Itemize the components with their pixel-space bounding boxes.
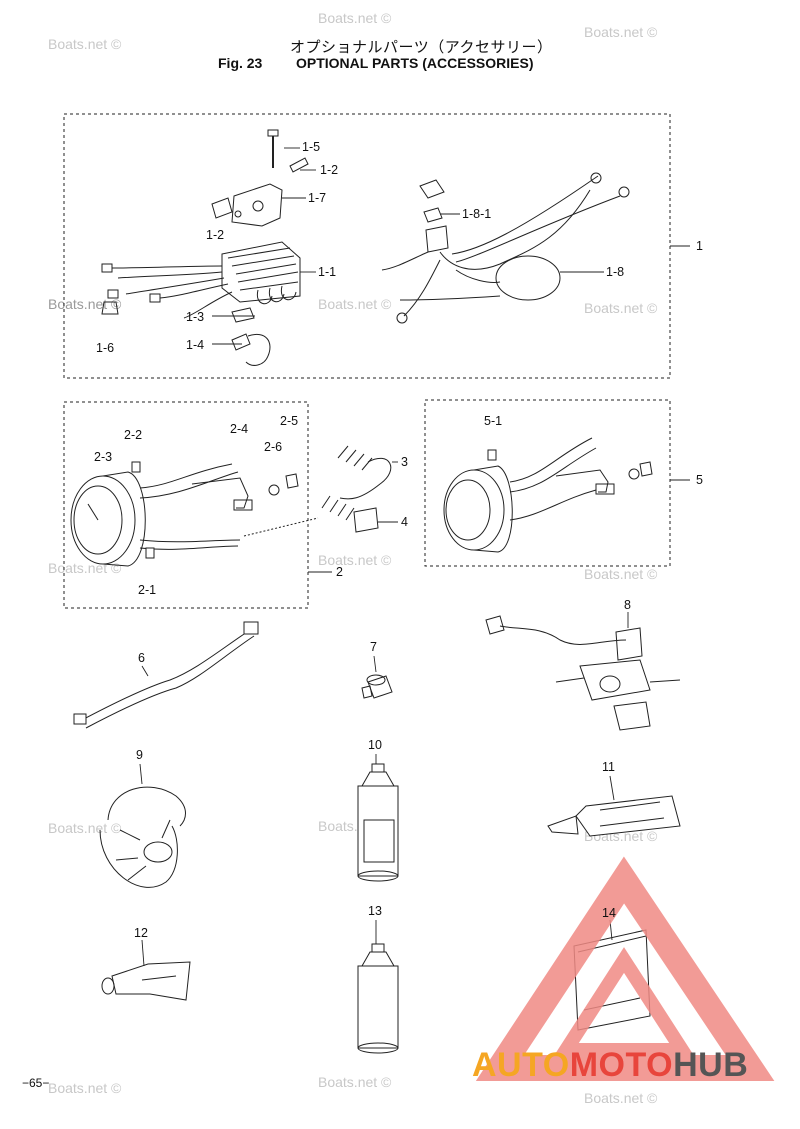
part-label: 12: [134, 926, 148, 940]
part-label: 1-8-1: [462, 207, 492, 221]
group-box-2: [63, 401, 309, 609]
part-label: 1-3: [186, 310, 205, 324]
watermark: Boats.net ©: [584, 566, 658, 582]
part-label: 1-6: [96, 341, 115, 355]
group-box-1: [63, 113, 671, 379]
part-label: 2-1: [138, 583, 157, 597]
watermark: Boats.net ©: [48, 36, 122, 52]
harness-1-8: [381, 172, 630, 324]
part-label: 13: [368, 904, 382, 918]
part-label: 14: [602, 906, 616, 920]
tachometer-5: [443, 437, 653, 553]
switch-assembly-8: [485, 615, 681, 731]
part-label: 1-1: [318, 265, 337, 279]
watermark: Boats.net ©: [584, 300, 658, 316]
part-label: 2-2: [124, 428, 143, 442]
pulley-9: [99, 786, 186, 888]
part-label: 5: [696, 473, 703, 487]
part-label: 1-7: [308, 191, 327, 205]
part-label: 2-3: [94, 450, 113, 464]
part-label: 1-2: [320, 163, 339, 177]
page-number: −65−: [22, 1076, 50, 1090]
watermark: Boats.net ©: [584, 1090, 658, 1106]
tachometer-2: [70, 461, 319, 567]
watermark: Boats.net ©: [318, 1074, 392, 1090]
oil-can-13: [357, 943, 399, 1054]
brand-part-hub: HUB: [673, 1046, 749, 1084]
brand-part-auto: AUTO: [472, 1046, 570, 1084]
watermark: Boats.net ©: [318, 552, 392, 568]
lead-wire-6: [73, 621, 259, 729]
group-box-5: [424, 399, 671, 567]
grease-tube-11: [547, 795, 681, 837]
watermark: Boats.net ©: [48, 1080, 122, 1096]
watermark: Boats.net ©: [318, 10, 392, 26]
brand-triangle-logo: [475, 856, 775, 1081]
part-label: 9: [136, 748, 143, 762]
page-title: OPTIONAL PARTS (ACCESSORIES): [296, 55, 534, 71]
part-label: 7: [370, 640, 377, 654]
part-label: 5-1: [484, 414, 503, 428]
watermark: Boats.net ©: [48, 820, 122, 836]
watermark: Boats.net ©: [318, 296, 392, 312]
rectifier-assembly: [101, 129, 309, 366]
page-title-japanese: オプショナルパーツ（アクセサリー）: [290, 38, 553, 56]
connector-4: [353, 507, 379, 533]
part-label: 4: [401, 515, 408, 529]
part-label: 1-8: [606, 265, 625, 279]
oil-can-10: [357, 763, 399, 882]
part-label: 1: [696, 239, 703, 253]
part-label: 1-5: [302, 140, 321, 154]
part-label: 1-2: [206, 228, 225, 242]
grease-tube-12: [101, 961, 191, 1001]
part-label: 6: [138, 651, 145, 665]
part-label: 2-5: [280, 414, 299, 428]
watermark: Boats.net ©: [584, 24, 658, 40]
part-label: 2-4: [230, 422, 249, 436]
part-label: 2: [336, 565, 343, 579]
part-label: 3: [401, 455, 408, 469]
part-label: 1-4: [186, 338, 205, 352]
brand-wordmark: AUTOMOTOHUB: [472, 1046, 748, 1085]
brand-part-moto: MOTO: [569, 1046, 674, 1084]
part-label: 10: [368, 738, 382, 752]
part-label: 2-6: [264, 440, 283, 454]
part-label: 11: [602, 760, 615, 774]
figure-number: Fig. 23: [218, 55, 263, 71]
harness-3: [321, 445, 392, 521]
adapter-7: [361, 674, 393, 699]
part-label: 8: [624, 598, 631, 612]
